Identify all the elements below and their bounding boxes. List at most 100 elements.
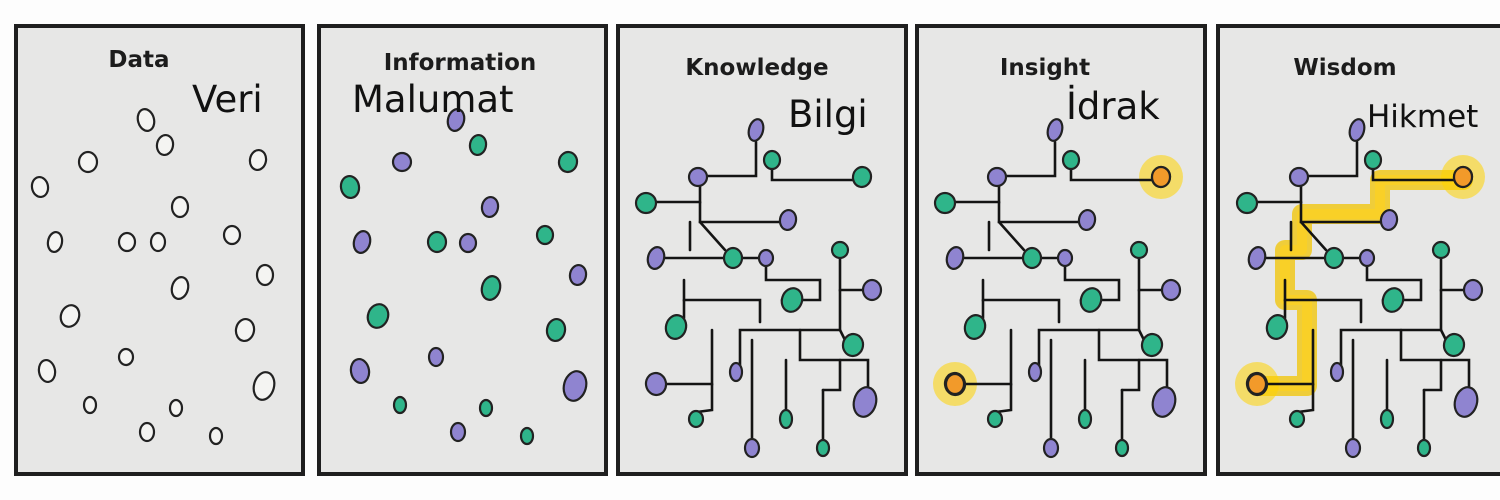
insight-node-9 [1056,248,1074,268]
knowledge-node-12 [780,287,804,313]
data-point-13 [59,304,81,328]
wisdom-node-13 [1265,314,1289,340]
knowledge-node-11 [861,278,883,302]
knowledge-node-16 [644,371,668,397]
wisdom-node-14 [1442,332,1466,358]
information-point-3 [391,151,413,173]
insight-node-8 [1021,246,1043,270]
wisdom-node-15 [1329,361,1345,383]
information-point-15 [427,346,445,368]
knowledge-node-21 [815,438,831,458]
wisdom-edge-6 [1299,220,1328,252]
knowledge-node-6 [778,208,798,232]
insight-node-5 [933,191,957,215]
information-point-14 [545,317,567,343]
data-point-17 [252,371,276,401]
wisdom-node-5 [1235,191,1259,215]
wisdom-node-7 [1247,246,1267,270]
insight-edge-1 [997,140,1057,178]
wisdom-node-6 [1379,208,1399,232]
knowledge-node-10 [830,240,850,260]
data-point-20 [138,421,156,443]
data-point-8 [117,231,137,253]
information-point-5 [339,174,361,200]
knowledge-node-19 [778,408,794,430]
wisdom-path-core [1253,175,1468,391]
data-point-15 [117,347,135,367]
wisdom-edge-9 [1365,264,1423,302]
insight-edge-21 [1120,358,1141,392]
insight-node-6 [1077,208,1097,232]
wisdom-node-19 [1379,408,1395,430]
panel-information-translation: Malumat [352,78,514,121]
data-point-21 [208,426,224,446]
data-point-18 [82,395,98,415]
wisdom-node-12 [1381,287,1405,313]
insight-node-3 [986,166,1008,188]
panel-data-translation: Veri [192,78,263,121]
panel-information-title: Information [384,50,537,76]
information-point-2 [468,133,488,157]
insight-node-20 [1042,437,1060,459]
insight-node-1 [1046,118,1064,142]
knowledge-edge-13 [738,288,842,367]
data-point-1 [136,108,156,132]
knowledge-edge-1 [698,140,758,178]
information-point-11 [568,263,588,287]
knowledge-node-18 [687,409,705,429]
insight-node-13 [963,314,987,340]
knowledge-node-4 [851,165,873,189]
knowledge-edge-10 [682,278,762,324]
knowledge-node-13 [664,314,688,340]
insight-node-14 [1140,332,1164,358]
wisdom-highlighted-node-2 [1246,372,1268,396]
insight-node-19 [1077,408,1093,430]
insight-edge-2 [1069,166,1153,182]
panel-insight-title: Insight [1000,55,1090,81]
insight-node-18 [986,409,1004,429]
knowledge-edge-2 [770,166,854,182]
information-point-1 [446,108,466,132]
insight-edge-6 [997,220,1026,252]
wisdom-edge-2 [1371,166,1455,182]
data-point-7 [46,230,64,254]
knowledge-edge-15 [798,328,870,390]
information-point-17 [562,370,588,402]
information-point-7 [352,230,372,254]
wisdom-node-18 [1288,409,1306,429]
panel-wisdom-title: Wisdom [1293,55,1396,81]
information-point-21 [519,426,535,446]
wisdom-node-8 [1323,246,1345,270]
wisdom-edge-15 [1399,328,1471,390]
data-point-5 [30,175,50,199]
network-edges [654,140,1471,442]
data-point-6 [170,195,190,219]
information-point-8 [426,230,448,254]
data-point-19 [168,398,184,418]
insight-node-10 [1129,240,1149,260]
knowledge-node-3 [687,166,709,188]
information-point-19 [478,398,494,418]
wisdom-node-10 [1431,240,1451,260]
knowledge-node-5 [634,191,658,215]
panel-knowledge-title: Knowledge [685,55,828,81]
insight-edge-9 [1063,264,1121,302]
wisdom-node-20 [1344,437,1362,459]
insight-node-7 [945,246,965,270]
wisdom-edge-1 [1299,140,1359,178]
knowledge-node-8 [722,246,744,270]
data-point-4 [248,148,268,172]
wisdom-node-2 [1363,149,1383,171]
information-point-20 [449,421,467,443]
data-point-2 [155,133,175,157]
insight-edge-15 [1097,328,1169,390]
wisdom-node-17 [1453,386,1479,418]
panel-wisdom-translation: Hikmet [1367,99,1478,135]
wisdom-node-11 [1462,278,1484,302]
data-point-14 [234,317,256,343]
knowledge-node-14 [841,332,865,358]
data-point-12 [170,276,190,300]
knowledge-node-9 [757,248,775,268]
wisdom-edge-13 [1339,288,1443,367]
insight-highlighted-node-1 [1150,165,1172,189]
